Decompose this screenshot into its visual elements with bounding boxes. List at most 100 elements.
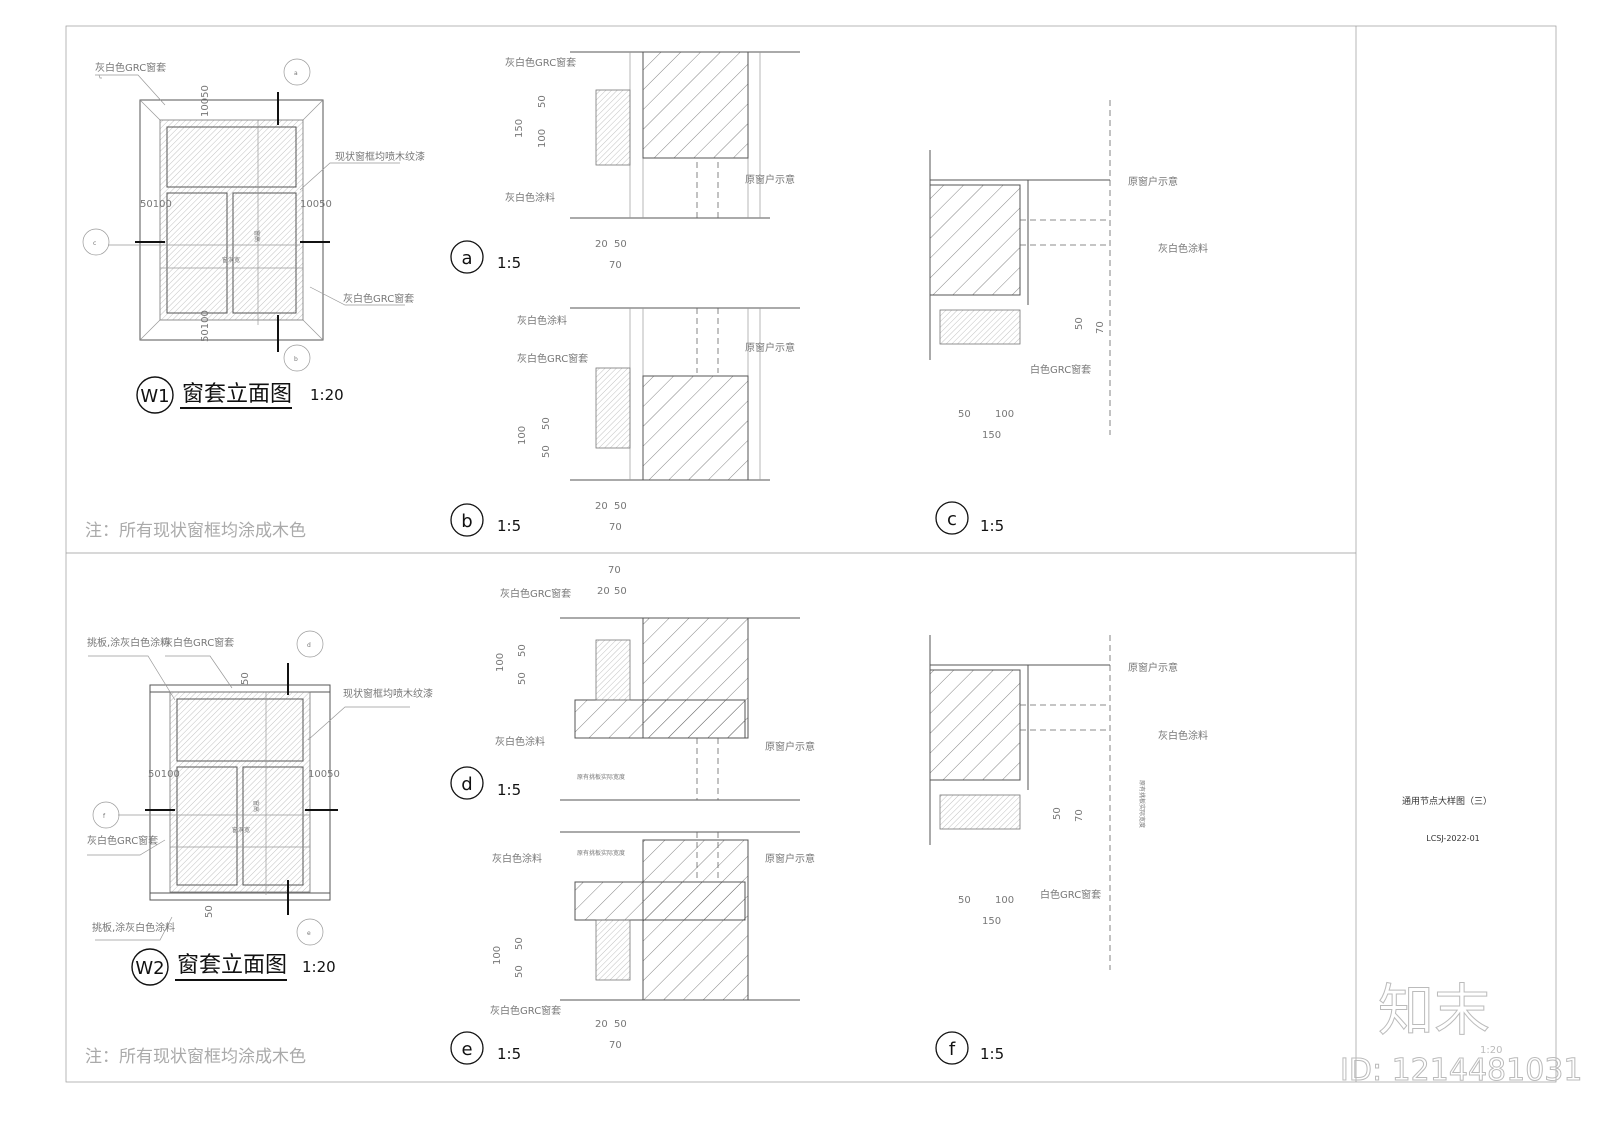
- section-a-scale: 1:5: [497, 254, 521, 272]
- watermark-id: ID: 1214481031: [1340, 1053, 1582, 1088]
- w2-window-width: 窗洞宽: [232, 826, 250, 834]
- w1-elevation: [82, 58, 405, 372]
- section-c-dim: 100: [995, 409, 1014, 420]
- section-e-dim: 50: [614, 1019, 627, 1030]
- w2-label: 挑板,涂灰白色涂料: [87, 636, 170, 649]
- w1-title: 窗套立面图: [182, 382, 292, 407]
- section-a-dim: 50: [614, 239, 627, 250]
- section-e-dim: 20: [595, 1019, 608, 1030]
- title-block-scale: 1:20: [1480, 1045, 1502, 1056]
- section-details: [560, 51, 1111, 1001]
- w2-mark-circle: [131, 948, 169, 986]
- section-a-label: 灰白色涂料: [505, 191, 555, 204]
- section-f-label: 原窗户示意: [1128, 661, 1178, 674]
- section-c-mark: c: [947, 509, 957, 530]
- section-b-mark: b: [461, 511, 472, 532]
- w2-mark: W2: [135, 958, 164, 979]
- section-a-dim: 100: [537, 129, 548, 148]
- w2-scale: 1:20: [302, 958, 336, 976]
- w1-window-width: 窗洞宽: [222, 256, 240, 264]
- section-a-dim: 50: [537, 95, 548, 108]
- w1-scale: 1:20: [310, 386, 344, 404]
- w2-dim: 10050: [308, 769, 340, 780]
- section-d-dim: 100: [495, 653, 506, 672]
- section-marker-f[interactable]: f: [103, 813, 106, 820]
- w2-dim: 50: [240, 672, 251, 685]
- section-c-label: 原窗户示意: [1128, 175, 1178, 188]
- drawing-number: LCSJ-2022-01: [1426, 834, 1480, 843]
- section-b-dim: 50: [541, 417, 552, 430]
- section-f-label: 原有挑板实际宽度: [1138, 780, 1146, 828]
- section-c-dim: 50: [958, 409, 971, 420]
- w2-window-height: 窗高: [252, 800, 260, 812]
- w2-label: 灰白色GRC窗套: [87, 834, 158, 847]
- w2-label: 现状窗框均喷木纹漆: [343, 687, 433, 700]
- section-b-dim: 100: [517, 426, 528, 445]
- section-e-dim: 50: [514, 965, 525, 978]
- section-d-label: 灰白色GRC窗套: [500, 587, 571, 600]
- watermark-brand: 知末: [1378, 979, 1490, 1044]
- w1-label: 灰白色GRC窗套: [95, 61, 166, 74]
- section-b-label: 原窗户示意: [745, 341, 795, 354]
- section-a-mark: a: [461, 248, 472, 269]
- section-marker-a[interactable]: a: [294, 70, 298, 77]
- section-a-dim: 70: [609, 260, 622, 271]
- section-b-dim: 50: [614, 501, 627, 512]
- section-b-label: 灰白色GRC窗套: [517, 352, 588, 365]
- section-a-dim: 150: [514, 119, 525, 138]
- section-c-dim: 50: [1074, 317, 1085, 330]
- grc-window-surround: [595, 639, 631, 701]
- section-e-label: 灰白色涂料: [492, 852, 542, 865]
- section-a-label: 原窗户示意: [745, 173, 795, 186]
- section-marker-c[interactable]: c: [93, 240, 96, 247]
- w1-dim: 50100: [200, 310, 211, 342]
- w1-label: 灰白色GRC窗套: [343, 292, 414, 305]
- section-d-label: 原有挑板实际宽度: [577, 773, 625, 781]
- w1-note: 注：所有现状窗框均涂成木色: [85, 521, 306, 541]
- w1-dim: 10050: [300, 199, 332, 210]
- section-c-label: 灰白色涂料: [1158, 242, 1208, 255]
- w1-window-height: 窗高: [253, 230, 261, 242]
- section-d-label: 原窗户示意: [765, 740, 815, 753]
- section-f-dim: 150: [982, 916, 1001, 927]
- concrete-wall: [642, 51, 749, 159]
- w2-dim: 50100: [148, 769, 180, 780]
- section-a-dim: 20: [595, 239, 608, 250]
- concrete-wall: [929, 669, 1021, 781]
- grc-window-surround: [595, 367, 631, 449]
- section-d-dim: 20: [597, 586, 610, 597]
- concrete-wall: [929, 184, 1021, 296]
- w2-title: 窗套立面图: [177, 953, 287, 978]
- w1-mark-circle: [136, 376, 174, 414]
- section-c-label: 白色GRC窗套: [1030, 363, 1091, 376]
- section-e-dim: 50: [514, 937, 525, 950]
- section-marker-e[interactable]: e: [307, 930, 311, 937]
- section-e-dim: 70: [609, 1040, 622, 1051]
- w1-label: 现状窗框均喷木纹漆: [335, 150, 425, 163]
- ledge-slab: [574, 881, 746, 921]
- concrete-wall: [642, 375, 749, 481]
- section-c-scale: 1:5: [980, 517, 1004, 535]
- section-b-scale: 1:5: [497, 517, 521, 535]
- section-d-dim: 50: [517, 672, 528, 685]
- section-e-mark: e: [461, 1039, 472, 1060]
- section-marker-d[interactable]: d: [307, 642, 311, 649]
- w2-elevation: [87, 630, 410, 946]
- section-e-dim: 100: [492, 946, 503, 965]
- section-d-dim: 50: [517, 644, 528, 657]
- section-b-label: 灰白色涂料: [517, 314, 567, 327]
- w1-mark: W1: [140, 386, 169, 407]
- section-e-label: 原有挑板实际宽度: [577, 849, 625, 857]
- drawing-title: 通用节点大样图（三）: [1402, 795, 1492, 807]
- w2-dim: 50: [204, 905, 215, 918]
- section-marker-b[interactable]: b: [294, 356, 298, 363]
- w2-label: 灰白色GRC窗套: [163, 636, 234, 649]
- grc-window-surround: [939, 309, 1021, 345]
- section-f-dim: 50: [958, 895, 971, 906]
- section-f-label: 灰白色涂料: [1158, 729, 1208, 742]
- ledge-slab: [574, 699, 746, 739]
- sheet-border: [65, 25, 1557, 1083]
- section-d-dim: 50: [614, 586, 627, 597]
